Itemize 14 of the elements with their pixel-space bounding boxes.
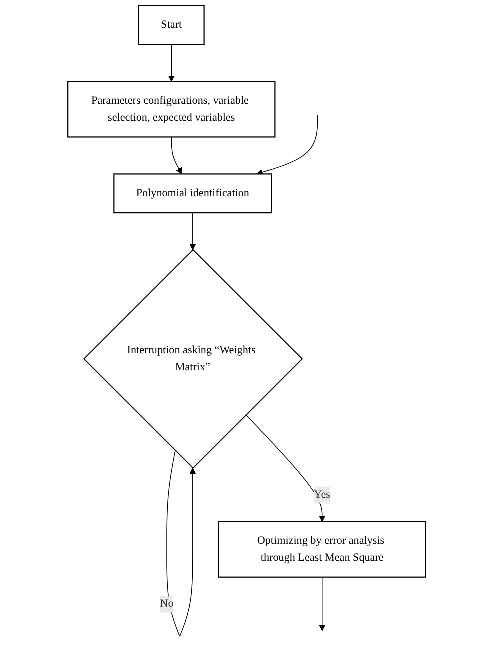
edge-label: No: [160, 598, 174, 610]
node-box: Start: [138, 5, 205, 46]
node-box: Optimizing by error analysis through Least Mean Square: [218, 521, 426, 578]
arrow: [319, 576, 326, 632]
arrow: [168, 44, 175, 82]
edge-label: Yes: [314, 488, 330, 501]
arrow: [256, 114, 318, 176]
node-diamond: Interruption asking “Weights Matrix”: [83, 249, 304, 470]
node-box: Polynomial identification: [114, 174, 272, 214]
node-box: Parameters configurations, variable selection, expected variables: [68, 81, 276, 138]
arrow: [246, 414, 326, 522]
arrow: [171, 136, 182, 174]
arrow: [166, 450, 196, 637]
arrow: [190, 212, 196, 250]
